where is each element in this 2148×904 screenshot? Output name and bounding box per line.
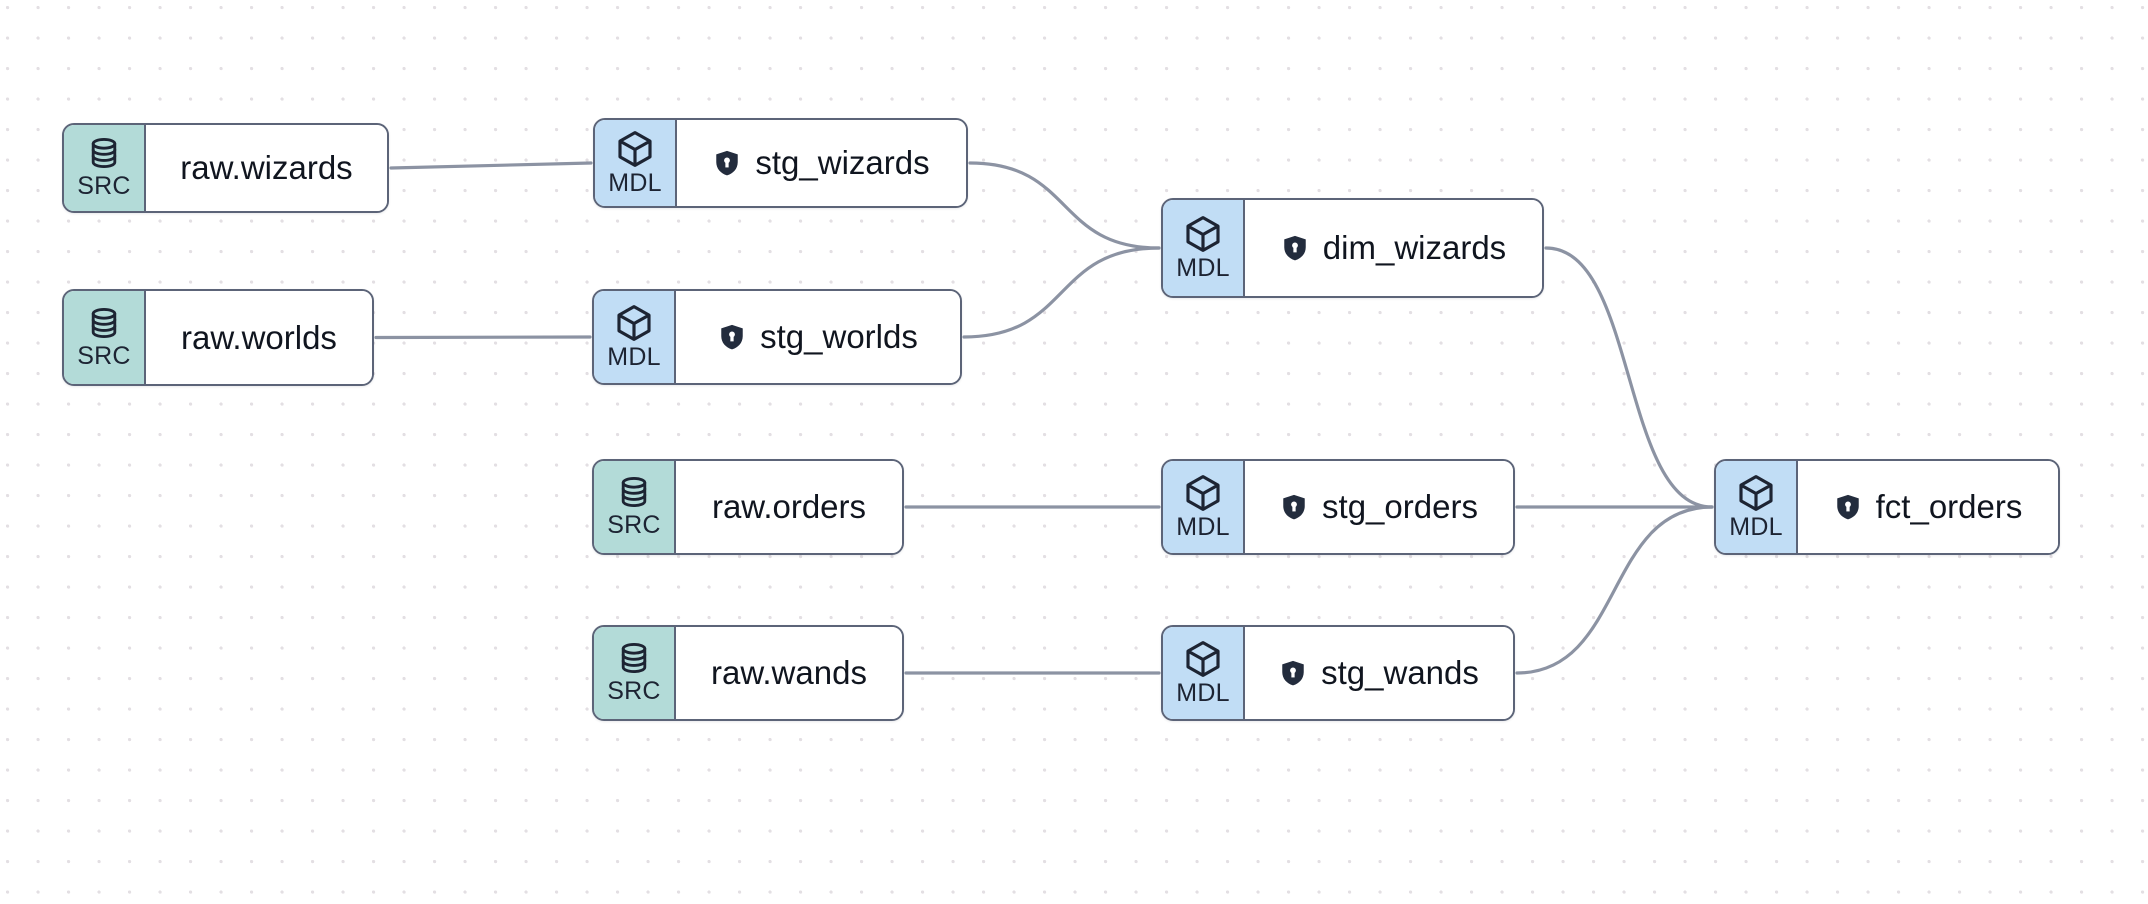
cube-icon	[615, 129, 655, 169]
src-badge-label: SRC	[77, 172, 131, 200]
node-body: dim_wizards	[1245, 200, 1542, 296]
node-label: stg_wizards	[755, 144, 930, 181]
mdl-badge: MDL	[1716, 461, 1798, 553]
mdl-badge-label: MDL	[1729, 513, 1783, 541]
cube-icon	[1183, 214, 1223, 254]
src-badge: SRC	[594, 461, 676, 553]
edge-stg-wizards-to-dim-wizards	[968, 161, 1161, 250]
mdl-badge: MDL	[1163, 461, 1245, 553]
mdl-badge: MDL	[594, 291, 676, 383]
edge-dim-wizards-to-fct-orders	[1544, 246, 1714, 509]
node-stg-wands[interactable]: MDL stg_wands	[1161, 625, 1515, 721]
node-dim-wizards[interactable]: MDL dim_wizards	[1161, 198, 1544, 298]
node-body: raw.wands	[676, 627, 902, 719]
node-label: stg_orders	[1322, 488, 1478, 525]
node-label: stg_worlds	[760, 318, 918, 355]
node-body: stg_wands	[1245, 627, 1513, 719]
node-label: stg_wands	[1321, 654, 1479, 691]
mdl-badge: MDL	[595, 120, 677, 206]
node-raw-wands[interactable]: SRC raw.wands	[592, 625, 904, 721]
node-label: raw.wands	[711, 654, 867, 691]
cube-icon	[1183, 473, 1223, 513]
shield-lock-icon	[1280, 493, 1308, 521]
shield-lock-icon	[713, 149, 741, 177]
database-icon	[616, 641, 652, 677]
mdl-badge-label: MDL	[608, 169, 662, 197]
node-body: stg_worlds	[676, 291, 960, 383]
src-badge: SRC	[64, 125, 146, 211]
node-raw-worlds[interactable]: SRC raw.worlds	[62, 289, 374, 386]
shield-lock-icon	[718, 323, 746, 351]
node-label: raw.wizards	[180, 149, 353, 186]
node-label: raw.orders	[711, 488, 867, 525]
mdl-badge-label: MDL	[1176, 254, 1230, 282]
database-icon	[616, 475, 652, 511]
node-body: stg_wizards	[677, 120, 966, 206]
node-fct-orders[interactable]: MDL fct_orders	[1714, 459, 2060, 555]
shield-lock-icon	[1279, 659, 1307, 687]
node-raw-orders[interactable]: SRC raw.orders	[592, 459, 904, 555]
mdl-badge-label: MDL	[1176, 513, 1230, 541]
node-body: raw.wizards	[146, 125, 387, 211]
node-raw-wizards[interactable]: SRC raw.wizards	[62, 123, 389, 213]
node-body: raw.worlds	[146, 291, 372, 384]
cube-icon	[614, 303, 654, 343]
node-stg-worlds[interactable]: MDL stg_worlds	[592, 289, 962, 385]
src-badge-label: SRC	[77, 341, 131, 370]
shield-lock-icon	[1281, 234, 1309, 262]
mdl-badge-label: MDL	[1176, 679, 1230, 707]
src-badge: SRC	[594, 627, 676, 719]
cube-icon	[1736, 473, 1776, 513]
mdl-badge: MDL	[1163, 200, 1245, 296]
src-badge-label: SRC	[607, 511, 661, 539]
node-body: fct_orders	[1798, 461, 2058, 553]
mdl-badge-label: MDL	[607, 343, 661, 371]
node-body: raw.orders	[676, 461, 902, 553]
src-badge: SRC	[64, 291, 146, 384]
node-label: dim_wizards	[1322, 229, 1507, 266]
edge-stg-wands-to-fct-orders	[1515, 505, 1714, 675]
database-icon	[86, 306, 122, 342]
database-icon	[86, 136, 122, 172]
node-body: stg_orders	[1245, 461, 1513, 553]
node-label: fct_orders	[1875, 488, 2023, 525]
edge-stg-worlds-to-dim-wizards	[962, 246, 1161, 339]
cube-icon	[1183, 639, 1223, 679]
src-badge-label: SRC	[607, 677, 661, 705]
edge-raw-worlds-to-stg-worlds	[374, 335, 592, 340]
node-label: raw.worlds	[181, 318, 337, 356]
mdl-badge: MDL	[1163, 627, 1245, 719]
node-stg-wizards[interactable]: MDL stg_wizards	[593, 118, 968, 208]
shield-lock-icon	[1834, 493, 1862, 521]
edge-raw-wizards-to-stg-wizards	[389, 161, 593, 170]
node-stg-orders[interactable]: MDL stg_orders	[1161, 459, 1515, 555]
